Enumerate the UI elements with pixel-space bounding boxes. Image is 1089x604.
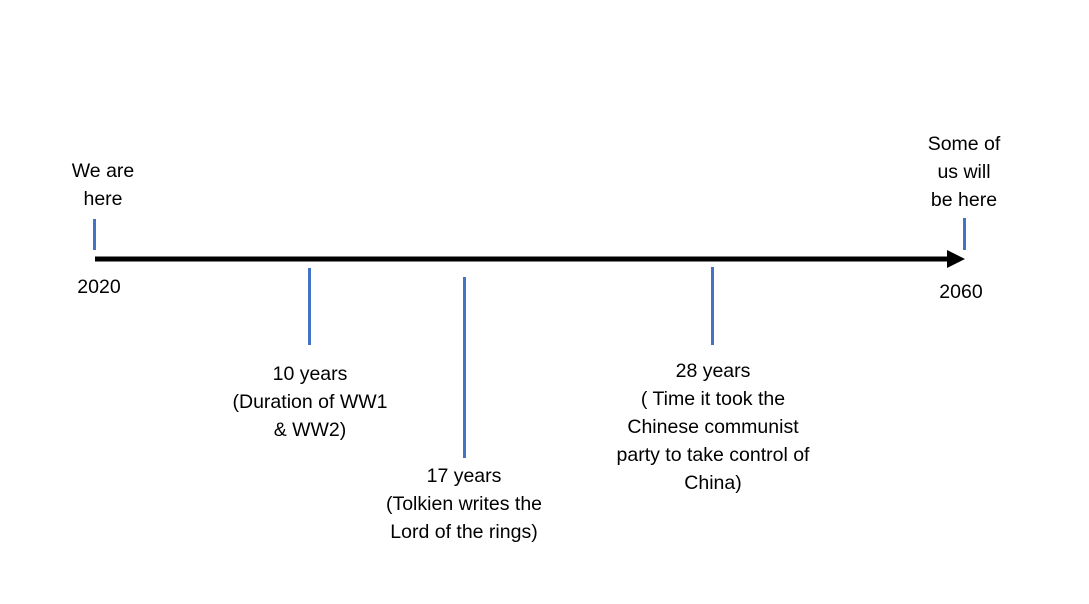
marker-years: 28 years [675,360,751,382]
start-year: 2020 [77,276,121,298]
start-caption: We are here [71,160,135,210]
marker-years: 10 years [272,363,348,385]
marker-tick [308,268,311,345]
arrow-head-icon [947,250,965,268]
marker-tick [463,277,466,458]
end-tick [963,218,966,250]
end-year: 2060 [939,281,983,303]
marker-description: (Duration of WW1 & WW2) [232,391,388,441]
marker-description: ( Time it took the Chinese communist par… [616,388,810,494]
end-caption: Some of us will be here [927,133,1001,211]
start-tick [93,219,96,250]
marker-years: 17 years [426,465,502,487]
marker-description: (Tolkien writes the Lord of the rings) [385,493,543,543]
marker-tick [711,267,714,345]
